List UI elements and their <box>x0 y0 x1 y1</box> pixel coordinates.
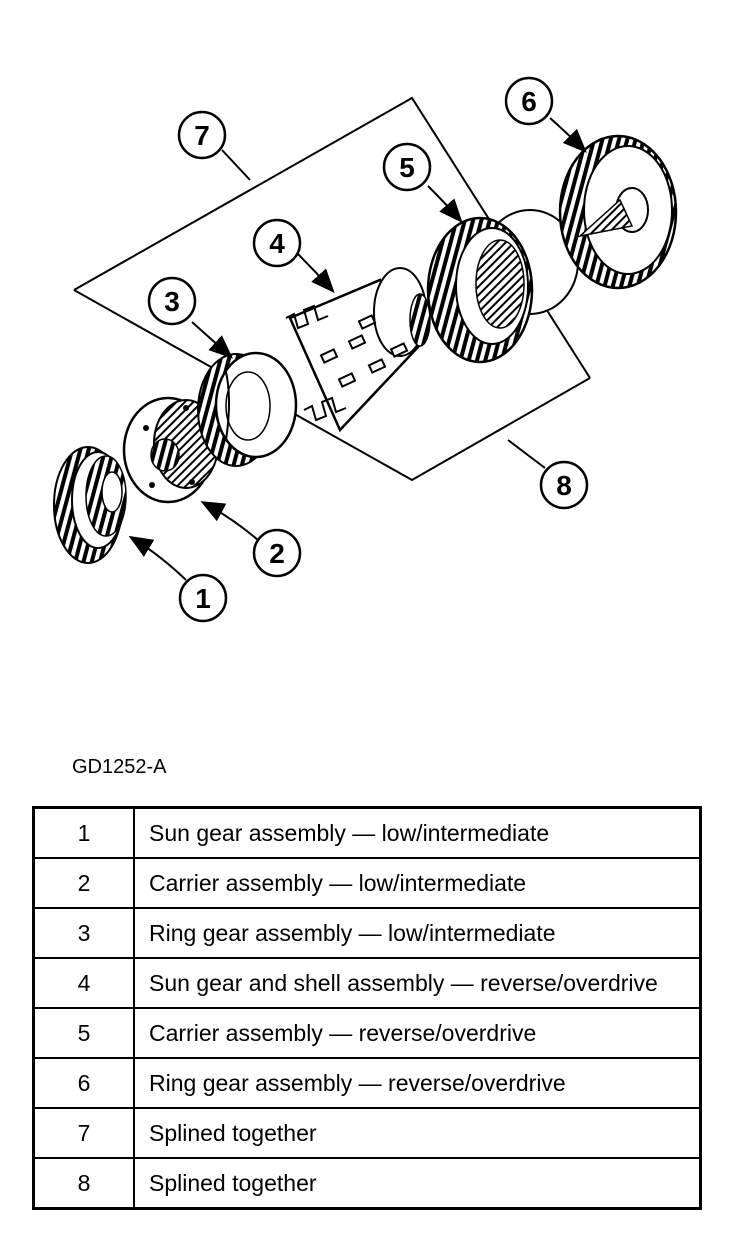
callout-3: 3 <box>147 276 197 326</box>
table-row: 2 Carrier assembly — low/intermediate <box>32 857 702 909</box>
svg-text:4: 4 <box>269 228 285 259</box>
callout-1: 1 <box>178 573 228 623</box>
svg-text:8: 8 <box>556 470 572 501</box>
table-row: 6 Ring gear assembly — reverse/overdrive <box>32 1057 702 1109</box>
legend-description: Ring gear assembly — low/intermediate <box>133 907 702 959</box>
svg-text:3: 3 <box>164 286 180 317</box>
svg-text:6: 6 <box>521 86 537 117</box>
legend-number: 6 <box>32 1057 135 1109</box>
legend-number: 5 <box>32 1007 135 1059</box>
part-6-ring-gear <box>558 134 678 290</box>
legend-number: 8 <box>32 1157 135 1210</box>
table-row: 7 Splined together <box>32 1107 702 1159</box>
table-row: 3 Ring gear assembly — low/intermediate <box>32 907 702 959</box>
svg-text:2: 2 <box>269 538 285 569</box>
legend-number: 4 <box>32 957 135 1009</box>
callout-6: 6 <box>504 76 554 126</box>
leader-arrow-6 <box>549 117 587 153</box>
table-row: 8 Splined together <box>32 1157 702 1210</box>
leader-arrow-1 <box>128 535 187 581</box>
legend-description: Splined together <box>133 1157 702 1210</box>
legend-description: Ring gear assembly — reverse/overdrive <box>133 1057 702 1109</box>
table-row: 1 Sun gear assembly — low/intermediate <box>32 806 702 859</box>
part-1-sun-gear <box>53 446 127 564</box>
callout-4: 4 <box>252 218 302 268</box>
callout-5: 5 <box>382 142 432 192</box>
legend-description: Sun gear and shell assembly — reverse/ov… <box>133 957 702 1009</box>
bracket-7-leader <box>221 149 251 181</box>
leader-arrow-2 <box>200 501 259 541</box>
bracket-8-leader <box>507 439 546 469</box>
leader-arrow-4 <box>293 249 335 293</box>
exploded-gear-diagram: 1 2 3 4 5 6 7 8 <box>53 76 678 623</box>
part-4-sun-gear-shell <box>285 267 431 433</box>
legend-description: Splined together <box>133 1107 702 1159</box>
part-3-ring-gear <box>197 351 298 467</box>
callout-7: 7 <box>177 110 227 160</box>
part-5-carrier <box>426 209 579 364</box>
table-row: 5 Carrier assembly — reverse/overdrive <box>32 1007 702 1059</box>
legend-description: Carrier assembly — low/intermediate <box>133 857 702 909</box>
legend-description: Sun gear assembly — low/intermediate <box>133 806 702 859</box>
svg-text:1: 1 <box>195 583 211 614</box>
bracket-8-line <box>73 289 591 482</box>
legend-description: Carrier assembly — reverse/overdrive <box>133 1007 702 1059</box>
figure-id: GD1252-A <box>72 756 167 778</box>
table-row: 4 Sun gear and shell assembly — reverse/… <box>32 957 702 1009</box>
legend-number: 7 <box>32 1107 135 1159</box>
callout-8: 8 <box>539 460 589 510</box>
legend-number: 2 <box>32 857 135 909</box>
legend-number: 3 <box>32 907 135 959</box>
leader-arrow-3 <box>191 321 233 359</box>
callout-2: 2 <box>252 528 302 578</box>
svg-text:5: 5 <box>399 152 415 183</box>
legend-number: 1 <box>32 806 135 859</box>
svg-text:7: 7 <box>194 120 210 151</box>
leader-arrow-5 <box>427 185 463 224</box>
legend-table: 1 Sun gear assembly — low/intermediate 2… <box>32 806 702 1210</box>
